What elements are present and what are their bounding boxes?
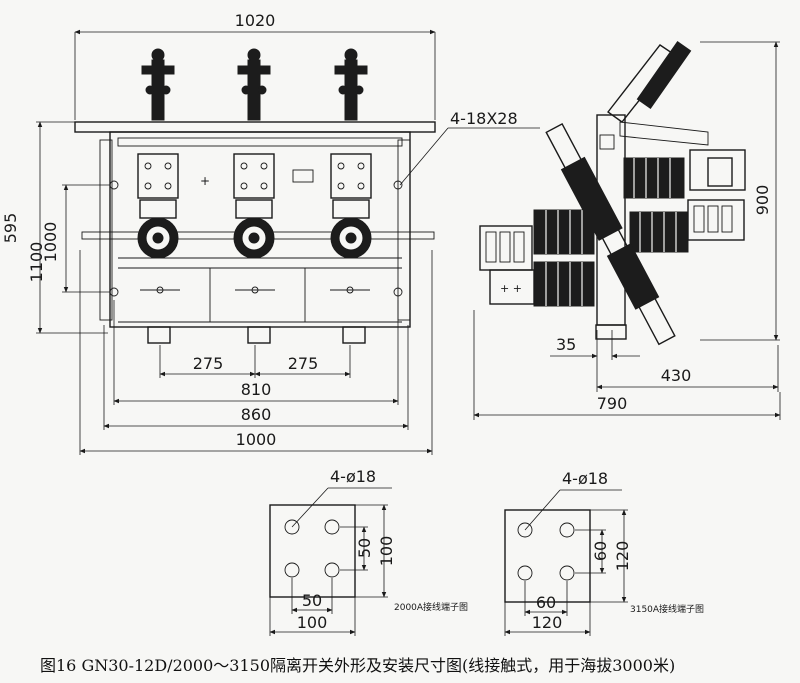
dim-2000-v100: 100 xyxy=(377,536,396,567)
dim-1100: 1100 xyxy=(27,242,46,283)
dim-35: 35 xyxy=(556,335,576,354)
svg-text:+: + xyxy=(200,174,210,188)
dim-3150-h60: 60 xyxy=(536,593,556,612)
dim-275-right: 275 xyxy=(288,354,319,373)
dim-860: 860 xyxy=(241,405,272,424)
front-view: + xyxy=(1,11,540,455)
terminal-2000a: 4-ø18 50 100 50 100 2000A接线端子图 xyxy=(269,467,468,636)
pole-1 xyxy=(137,48,179,259)
hole-note-2000: 4-ø18 xyxy=(330,467,376,486)
dim-1020: 1020 xyxy=(235,11,276,30)
dim-595: 595 xyxy=(1,213,20,244)
dim-430: 430 xyxy=(661,366,692,385)
dim-2000-v50: 50 xyxy=(355,538,374,558)
dim-900: 900 xyxy=(753,185,772,216)
dim-3150-v60: 60 xyxy=(591,541,610,561)
dim-275-left: 275 xyxy=(193,354,224,373)
label-3150: 3150A接线端子图 xyxy=(630,603,704,615)
dim-3150-v120: 120 xyxy=(613,541,632,572)
dim-2000-h50: 50 xyxy=(302,591,322,610)
svg-text:+ +: + + xyxy=(500,282,522,295)
dim-3150-h120: 120 xyxy=(532,613,563,632)
dim-1000: 1000 xyxy=(41,222,60,263)
label-2000: 2000A接线端子图 xyxy=(394,601,468,613)
figure-caption: 图16 GN30-12D/2000～3150隔离开关外形及安装尺寸图(线接触式，… xyxy=(40,656,676,675)
dim-1000-width: 1000 xyxy=(236,430,277,449)
dim-2000-h100: 100 xyxy=(297,613,328,632)
pole-2 xyxy=(233,48,275,259)
hole-note-front: 4-18X28 xyxy=(450,109,518,128)
pole-3 xyxy=(330,48,372,259)
dim-810: 810 xyxy=(241,380,272,399)
hole-note-3150: 4-ø18 xyxy=(562,469,608,488)
side-view: + + 900 35 430 790 xyxy=(473,41,781,420)
terminal-3150a: 4-ø18 60 120 60 120 3150A接线端子图 xyxy=(504,469,704,636)
dim-790: 790 xyxy=(597,394,628,413)
